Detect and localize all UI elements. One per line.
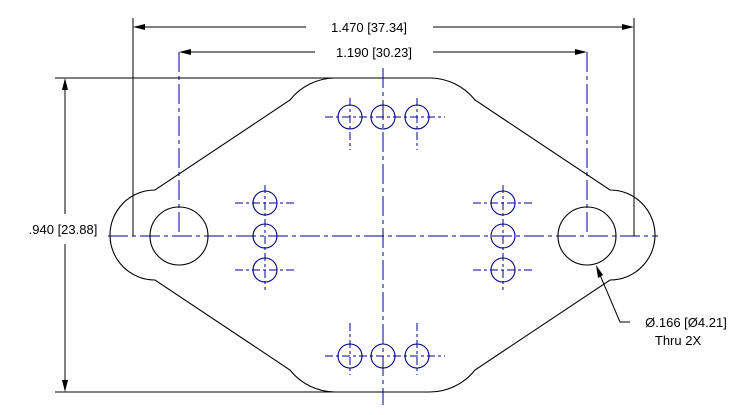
overall-height-dimension: .940 [23.88] [29, 77, 382, 393]
overall-width-dimension: 1.470 [37.34] [132, 18, 635, 236]
mount-spacing-dimension: 1.190 [30.23] [179, 45, 587, 60]
pin-hole [404, 323, 430, 375]
pin-holes-right [473, 185, 533, 290]
hole-callout-line1: Ø.166 [Ø4.21] [645, 315, 727, 330]
overall-width-label: 1.470 [37.34] [331, 20, 407, 35]
mount-hole-left [149, 52, 209, 266]
pin-holes-left [235, 185, 295, 290]
hole-callout: Ø.166 [Ø4.21] Thru 2X [596, 265, 727, 348]
pin-hole [337, 323, 363, 375]
mount-spacing-label: 1.190 [30.23] [336, 45, 412, 60]
pin-holes-top [325, 98, 445, 150]
plate-outline [109, 77, 656, 393]
mount-hole-right [557, 52, 617, 266]
hole-callout-line2: Thru 2X [655, 333, 702, 348]
pin-hole [337, 98, 363, 150]
pin-hole [404, 98, 430, 150]
pin-holes-bottom [325, 323, 445, 375]
overall-height-label: .940 [23.88] [29, 222, 98, 237]
